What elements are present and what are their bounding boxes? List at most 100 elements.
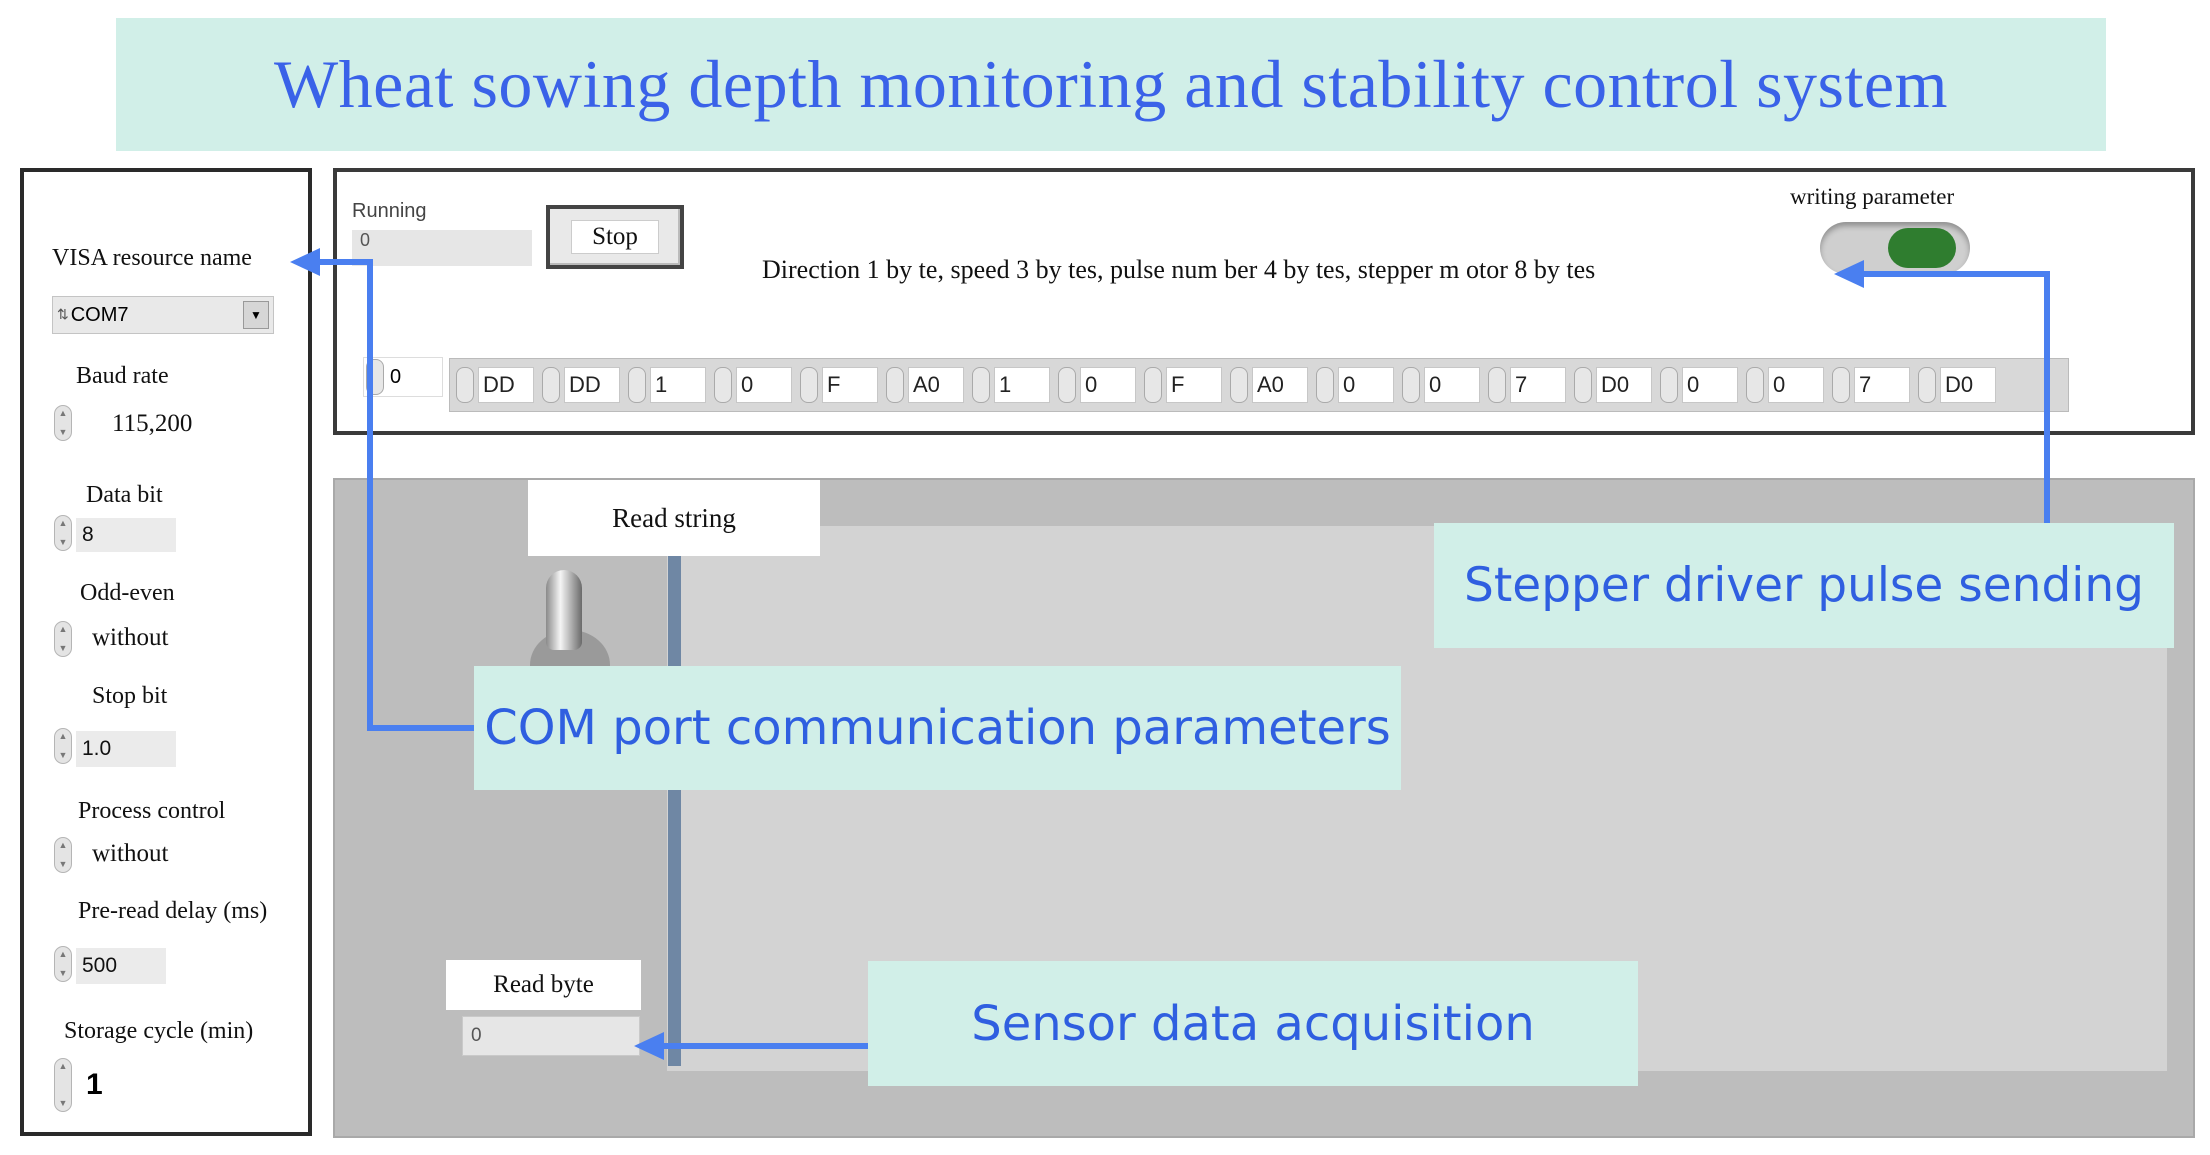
byte-value[interactable]: D0 [1940,367,1996,403]
preread-delay-label: Pre-read delay (ms) [78,898,268,924]
byte-spinner[interactable] [628,367,646,403]
stepper-arrow [1847,269,2050,523]
byte-value[interactable]: DD [478,367,534,403]
baud-rate-value[interactable]: 115,200 [112,410,193,437]
byte-cell[interactable]: D0 [1918,367,1996,403]
byte-value[interactable]: 7 [1510,367,1566,403]
storage-cycle-spinner[interactable]: ▲▼ [54,1058,72,1112]
sensor-arrowhead [634,1032,664,1060]
toggle-light-indicator [1888,228,1956,268]
byte-cell[interactable]: 0 [1402,367,1480,403]
byte-value[interactable]: D0 [1596,367,1652,403]
array-index-value[interactable]: 0 [390,365,402,388]
byte-cell[interactable]: 0 [714,367,792,403]
byte-value[interactable]: A0 [908,367,964,403]
writing-parameter-toggle[interactable] [1820,222,1970,274]
byte-value[interactable]: 1 [994,367,1050,403]
byte-value[interactable]: 0 [1768,367,1824,403]
read-string-label: Read string [528,480,820,556]
page-title: Wheat sowing depth monitoring and stabil… [274,46,1948,122]
byte-spinner[interactable] [1316,367,1334,403]
byte-cell[interactable]: 1 [628,367,706,403]
read-byte-label: Read byte [446,960,641,1010]
byte-spinner[interactable] [542,367,560,403]
byte-cell[interactable]: 0 [1660,367,1738,403]
title-banner: Wheat sowing depth monitoring and stabil… [116,18,2106,151]
byte-value[interactable]: F [822,367,878,403]
chevron-down-icon[interactable]: ▼ [243,301,269,329]
byte-cell[interactable]: D0 [1574,367,1652,403]
byte-cell[interactable]: 0 [1746,367,1824,403]
stop-bit-spinner[interactable]: ▲▼ [54,728,72,764]
byte-spinner[interactable] [456,367,474,403]
byte-spinner[interactable] [1660,367,1678,403]
byte-value[interactable]: 7 [1854,367,1910,403]
byte-cell[interactable]: A0 [886,367,964,403]
byte-spinner[interactable] [1058,367,1076,403]
data-bit-field[interactable]: 8 [76,518,176,552]
parity-spinner[interactable]: ▲▼ [54,621,72,657]
com-callout: COM port communication parameters [474,666,1401,790]
visa-resource-label: VISA resource name [52,245,252,271]
byte-spinner[interactable] [1746,367,1764,403]
byte-spinner[interactable] [800,367,818,403]
byte-value[interactable]: 0 [1424,367,1480,403]
stop-button-label: Stop [571,220,659,254]
data-bit-spinner[interactable]: ▲▼ [54,515,72,551]
byte-cell[interactable]: 1 [972,367,1050,403]
byte-spinner[interactable] [972,367,990,403]
byte-value[interactable]: DD [564,367,620,403]
byte-spinner[interactable] [1574,367,1592,403]
byte-spinner[interactable] [1144,367,1162,403]
byte-cell[interactable]: DD [542,367,620,403]
byte-cell[interactable]: 0 [1316,367,1394,403]
byte-cell[interactable]: 7 [1488,367,1566,403]
parity-value[interactable]: without [92,624,169,651]
running-indicator: 0 [352,230,532,266]
running-label: Running [352,200,427,222]
com-arrowhead [290,248,320,276]
byte-spinner[interactable] [1230,367,1248,403]
byte-value[interactable]: 1 [650,367,706,403]
parity-label: Odd-even [80,580,175,606]
knob-icon[interactable] [546,570,582,650]
byte-value[interactable]: F [1166,367,1222,403]
visa-resource-select[interactable]: ⇅ COM7 ▼ [52,296,274,334]
byte-value[interactable]: 0 [1080,367,1136,403]
byte-cell[interactable]: F [1144,367,1222,403]
stepper-arrowhead [1834,260,1864,288]
process-control-value[interactable]: without [92,840,169,867]
process-control-label: Process control [78,798,226,824]
visa-icon: ⇅ [57,307,69,323]
process-control-spinner[interactable]: ▲▼ [54,837,72,873]
read-byte-field: 0 [462,1016,640,1056]
stop-bit-label: Stop bit [92,683,168,709]
byte-value[interactable]: 0 [1338,367,1394,403]
byte-value[interactable]: 0 [736,367,792,403]
byte-spinner[interactable] [1918,367,1936,403]
byte-cell[interactable]: 0 [1058,367,1136,403]
data-bit-label: Data bit [86,482,163,508]
byte-spinner[interactable] [1832,367,1850,403]
byte-cell[interactable]: 7 [1832,367,1910,403]
byte-cell[interactable]: DD [456,367,534,403]
byte-cell[interactable]: A0 [1230,367,1308,403]
preread-delay-spinner[interactable]: ▲▼ [54,946,72,982]
byte-spinner[interactable] [1402,367,1420,403]
byte-spinner[interactable] [714,367,732,403]
visa-resource-value: COM7 [70,303,129,326]
stop-button[interactable]: Stop [546,205,684,269]
stepper-callout: Stepper driver pulse sending [1434,523,2174,648]
array-index-control[interactable]: 0 [363,357,443,397]
byte-cell[interactable]: F [800,367,878,403]
byte-spinner[interactable] [1488,367,1506,403]
storage-cycle-field[interactable]: 1 [78,1060,160,1110]
byte-value[interactable]: 0 [1682,367,1738,403]
preread-delay-field[interactable]: 500 [76,948,166,984]
baud-rate-spinner[interactable]: ▲▼ [54,405,72,441]
stop-bit-field[interactable]: 1.0 [76,731,176,767]
byte-spinner[interactable] [886,367,904,403]
byte-value[interactable]: A0 [1252,367,1308,403]
